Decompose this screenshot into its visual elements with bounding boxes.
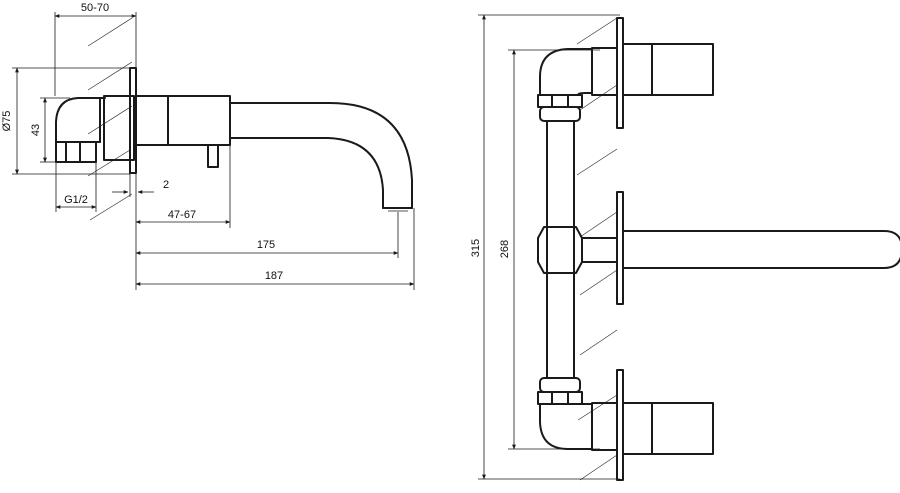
dim-overall-reach: 187 [265,270,283,282]
bottom-handle [622,402,714,455]
top-nut [537,94,583,108]
bottom-nut [537,391,583,405]
dim-spout-offset: 47-67 [168,209,196,221]
central-hub [537,226,583,274]
wall-hatching-front [576,17,618,481]
dim-gap: 2 [163,179,169,191]
dim-handle-spacing: 268 [499,240,511,258]
top-elbow [539,48,593,96]
dim-flange-diameter: Ø75 [1,111,13,132]
side-view: 50-70 Ø75 43 G1/2 2 47-67 175 187 [1,2,415,290]
dim-thread: G1/2 [64,194,88,206]
spout-connector [581,237,618,263]
dim-spout-reach: 175 [257,239,275,251]
spout-collar [167,95,231,146]
bottom-elbow [539,403,593,450]
top-handle-stem [591,47,618,96]
elbow-body [55,97,106,143]
spout-front [622,230,900,269]
lever-pin [207,144,219,168]
top-handle [622,43,714,96]
dim-body-height: 43 [30,124,42,136]
spout [229,102,413,209]
wall-hatching-side [87,17,133,221]
front-view: 315 268 [470,14,900,481]
valve-body [103,95,135,161]
dim-overall-height: 315 [470,239,482,257]
dim-wall-depth: 50-70 [81,2,109,14]
bottom-handle-stem [591,402,618,451]
hex-nut [55,141,97,163]
